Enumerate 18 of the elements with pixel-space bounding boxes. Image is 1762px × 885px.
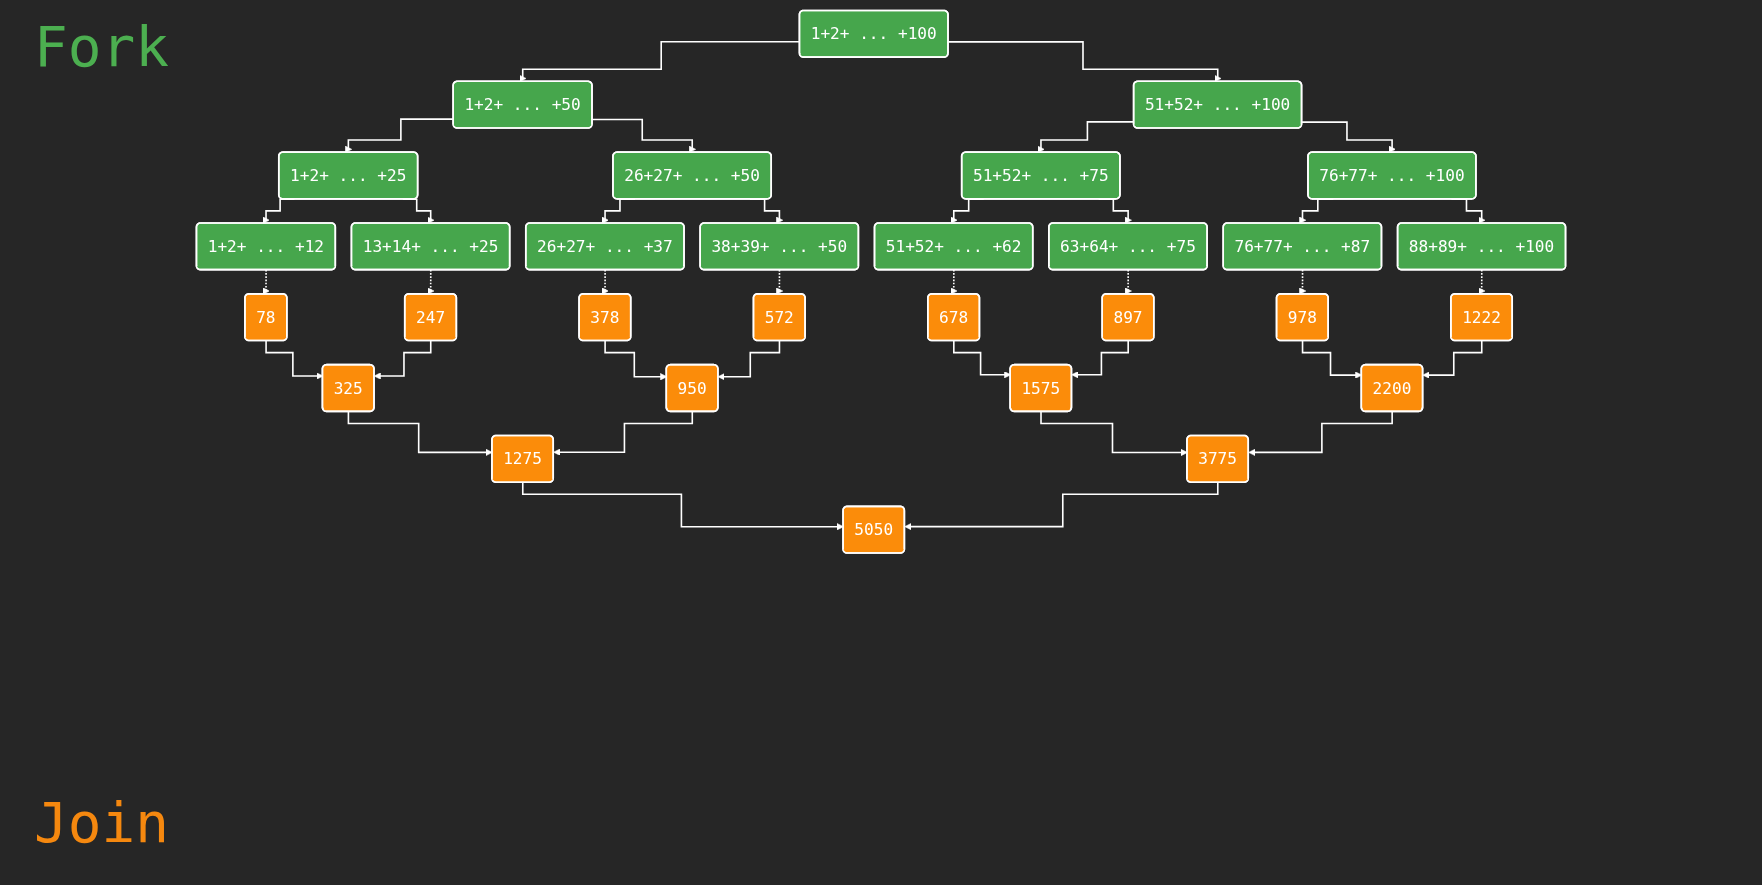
arrow [553, 410, 694, 456]
arrow [1071, 340, 1130, 379]
arrow [427, 269, 435, 295]
section-label: Join [34, 790, 169, 855]
arrow [601, 269, 609, 295]
arrow [950, 269, 958, 295]
arrow [1299, 269, 1307, 295]
arrow [262, 269, 270, 295]
arrow [1124, 269, 1132, 295]
arrow [1301, 121, 1396, 153]
arrow [717, 340, 781, 381]
arrow [521, 481, 844, 531]
section-label: Fork [34, 14, 169, 79]
arrow [1422, 340, 1483, 379]
arrow [1248, 410, 1394, 456]
arrow [904, 481, 1219, 531]
arrow [776, 269, 784, 295]
arrow [1478, 269, 1486, 295]
